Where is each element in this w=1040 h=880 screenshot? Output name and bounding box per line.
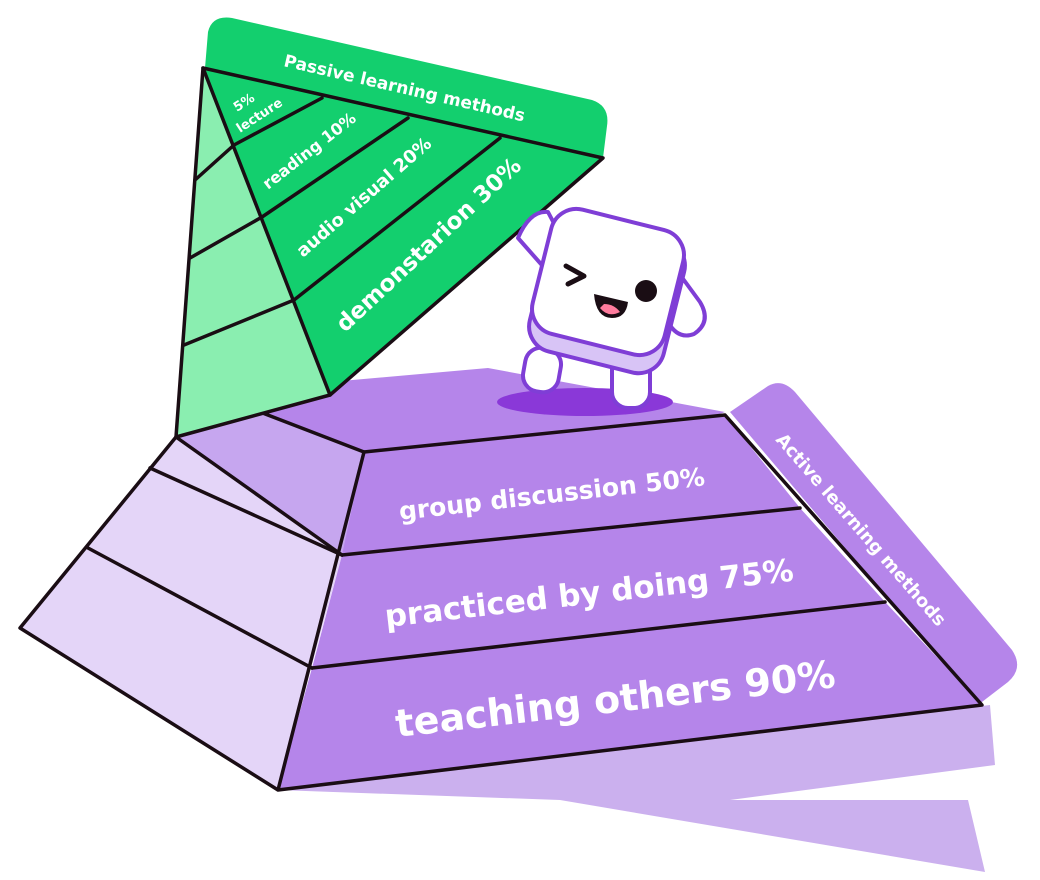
passive-front-face [203, 68, 603, 395]
mascot-body [530, 206, 686, 358]
active-layer-group-discussion [342, 415, 800, 555]
pyramid-shadow [278, 705, 995, 872]
active-top-shade [176, 412, 364, 555]
active-layer-teaching-others [278, 602, 982, 790]
mascot-wink-eye [563, 263, 587, 287]
active-layer-practiced-by-doing [312, 508, 885, 668]
mascot-open-eye [635, 280, 657, 302]
passive-tag-background [205, 17, 608, 158]
active-tag-background [730, 383, 1018, 705]
active-side-face [20, 437, 342, 790]
mascot-tongue [600, 304, 620, 315]
winking-cube-mascot-icon [497, 206, 707, 416]
